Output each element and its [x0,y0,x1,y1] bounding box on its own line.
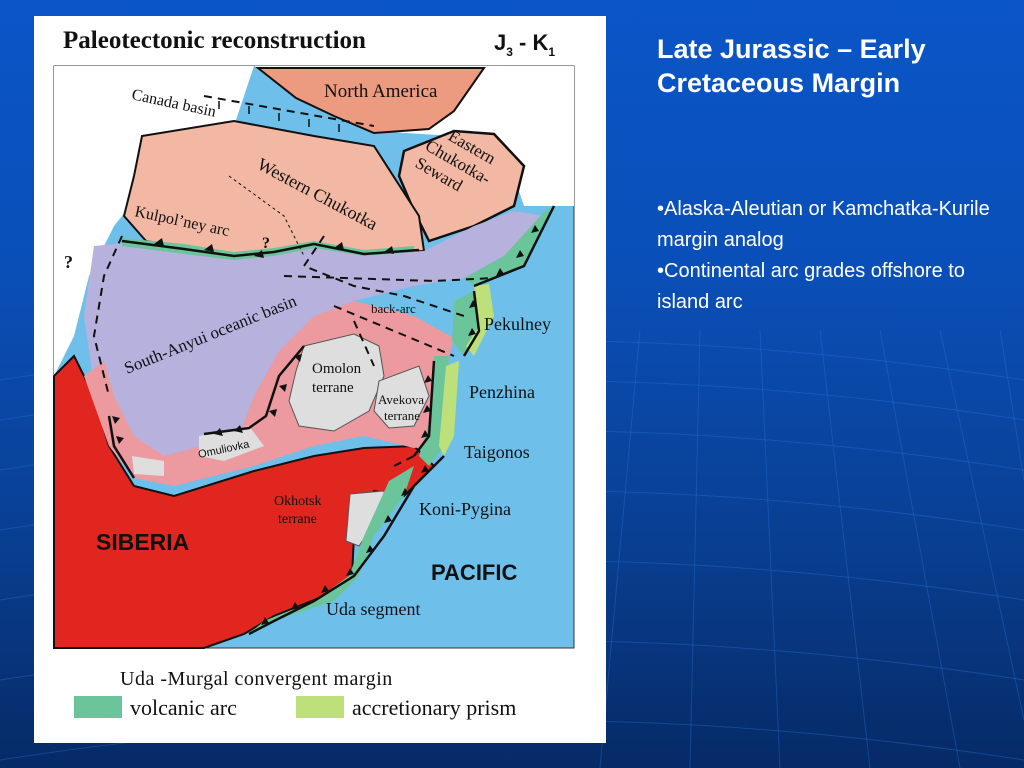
legend-label-accretionary-prism: accretionary prism [352,695,516,720]
slide-title: Late Jurassic – Early Cretaceous Margin [657,34,926,98]
time-label: J3 - K1 [494,30,555,59]
avekova-terrane [373,365,430,429]
pacific-label: PACIFIC [431,560,517,585]
okhotsk-label-1: Okhotsk [274,494,321,509]
question-mark-west: ? [64,252,73,272]
avekova-label-1: Avekova [378,392,424,407]
omolon-terrane [288,333,385,432]
taigonos-label: Taigonos [464,442,530,462]
map-subtitle: Uda -Murgal convergent margin [120,668,393,690]
volcanic-arc-kulpolney [122,238,414,260]
accretionary-prism-penzhina [439,361,459,456]
omolon-label-1: Omolon [312,361,362,377]
koni-pygina-label: Koni-Pygina [419,499,511,519]
avekova-label-2: terrane [384,408,420,423]
small-grey-terrane [132,456,164,476]
back-arc-label: back-arc [371,301,416,316]
question-mark-east: ? [262,235,270,252]
paleotectonic-map: Paleotectonic reconstruction J3 - K1 Nor… [53,27,575,720]
volcanic-arc-north [464,206,554,286]
bullet-list: •Alaska-Aleutian or Kamchatka-Kurile mar… [657,194,997,318]
penzhina-label: Penzhina [469,382,535,402]
omolon-label-2: terrane [312,380,354,396]
map-title: Paleotectonic reconstruction [63,27,366,54]
pekulney-label: Pekulney [484,314,551,334]
bullet-item: •Continental arc grades offshore to isla… [657,260,965,313]
okhotsk-label-2: terrane [278,512,317,527]
north-america-label: North America [324,81,438,102]
south-anyui-basin [84,211,544,456]
siberia-label: SIBERIA [96,529,189,555]
eastern-chukotka-block [397,129,526,243]
legend-swatch-volcanic-arc [74,696,122,718]
bullet-item: •Alaska-Aleutian or Kamchatka-Kurile mar… [657,198,990,251]
omuliovka-terrane [199,426,264,461]
volcanic-arc-uda [249,466,414,634]
north-america-block [255,67,486,135]
legend-label-volcanic-arc: volcanic arc [130,695,237,720]
uda-segment-label: Uda segment [326,599,420,619]
accretionary-prism-pekulney [466,284,494,356]
legend-swatch-accretionary-prism [296,696,344,718]
map-figure: Paleotectonic reconstruction J3 - K1 Nor… [34,16,606,743]
